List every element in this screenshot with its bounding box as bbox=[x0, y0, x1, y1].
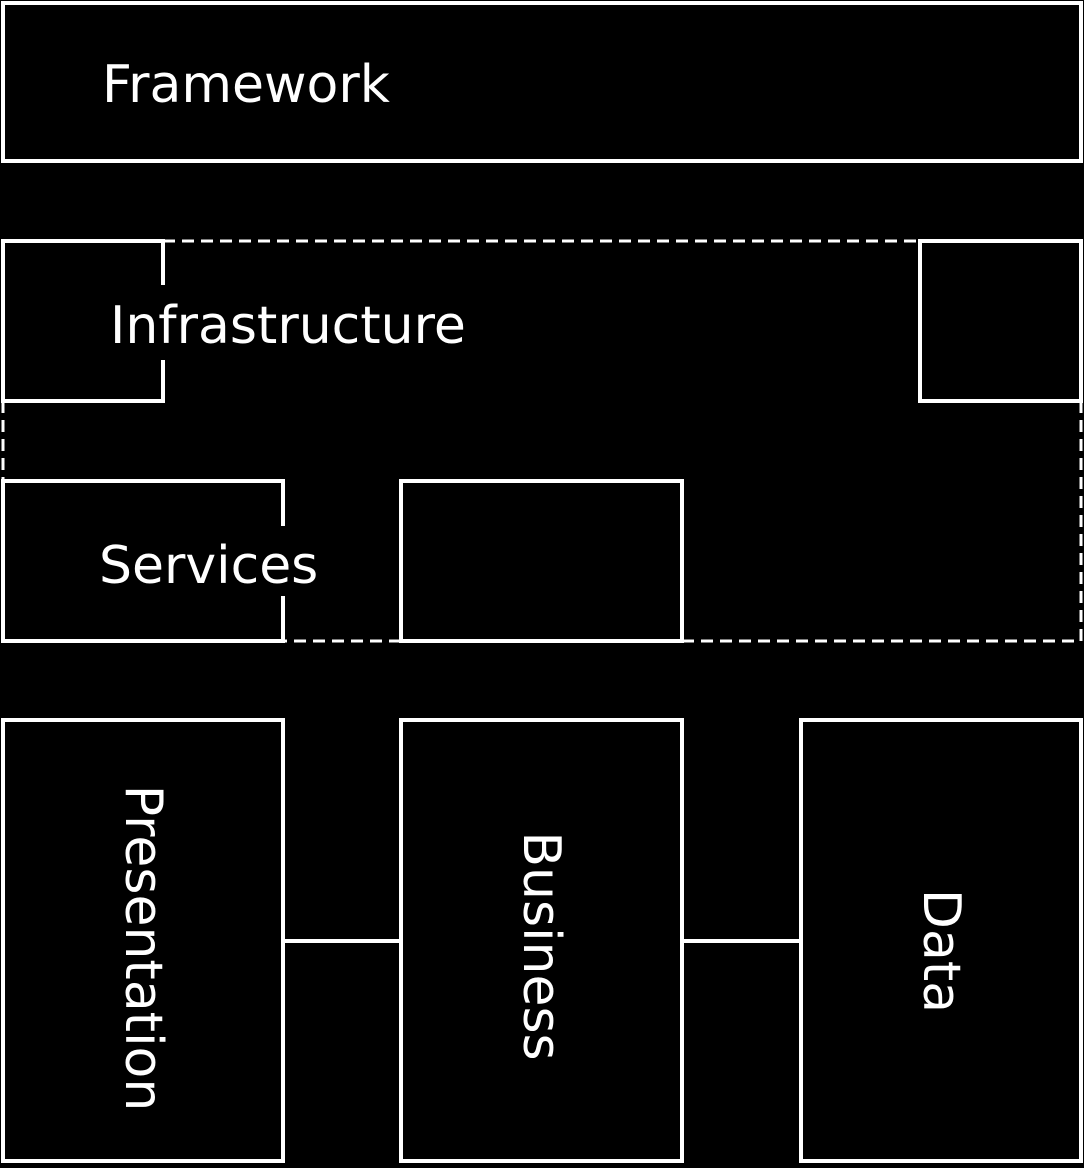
presentation-label: Presentation bbox=[113, 785, 173, 1112]
framework-label: Framework bbox=[102, 55, 390, 115]
framework-box bbox=[1, 1, 1083, 163]
infrastructure-left-block bbox=[1, 239, 165, 403]
services-middle-block bbox=[399, 479, 684, 643]
infrastructure-right-block bbox=[918, 239, 1083, 403]
services-left-block bbox=[1, 479, 285, 643]
services-label: Services bbox=[99, 536, 318, 596]
infrastructure-right-dashed-edge bbox=[682, 401, 1083, 643]
data-label: Data bbox=[911, 889, 971, 1013]
business-label: Business bbox=[511, 831, 571, 1060]
infrastructure-label: Infrastructure bbox=[110, 296, 466, 356]
